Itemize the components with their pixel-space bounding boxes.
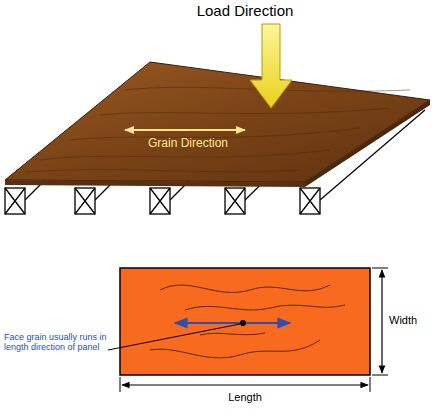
face-grain (150, 285, 345, 358)
panel-edge (5, 180, 305, 187)
panel-side (305, 100, 430, 187)
note-label: Face grain usually runs in length direct… (4, 332, 108, 353)
joist-ends (5, 188, 320, 214)
leader-line (108, 324, 240, 350)
length-label: Length (228, 391, 262, 404)
load-label: Load Direction (197, 2, 294, 19)
load-arrow (250, 24, 292, 108)
length-dimension (122, 384, 368, 385)
width-label: Width (389, 314, 417, 327)
wood-grain (25, 87, 410, 172)
grain-direction-arrow (175, 322, 290, 324)
grain-label: Grain Direction (148, 137, 228, 151)
width-dimension (381, 270, 382, 373)
panel-plan (120, 268, 370, 375)
grain-dot (240, 320, 246, 326)
grain-arrow (125, 129, 245, 131)
wood-panel (5, 62, 430, 182)
